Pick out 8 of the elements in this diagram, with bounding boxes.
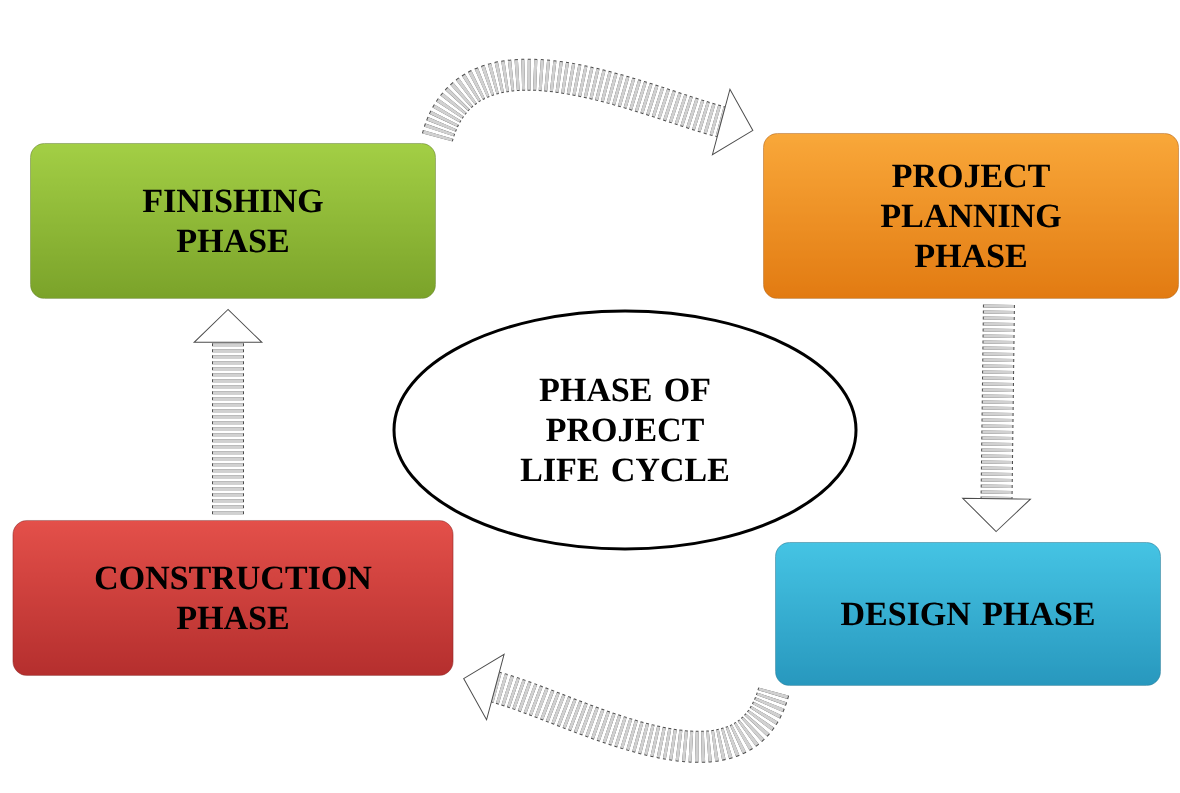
block-arrow xyxy=(463,653,789,763)
phase-box: CONSTRUCTION PHASE xyxy=(12,520,454,676)
block-arrow xyxy=(962,304,1031,532)
phase-box: FINISHING PHASE xyxy=(30,143,436,299)
block-arrow xyxy=(422,58,754,156)
block-arrow xyxy=(193,309,263,515)
phase-box: PROJECT PLANNING PHASE xyxy=(763,133,1179,299)
phase-box: DESIGN PHASE xyxy=(775,542,1161,686)
